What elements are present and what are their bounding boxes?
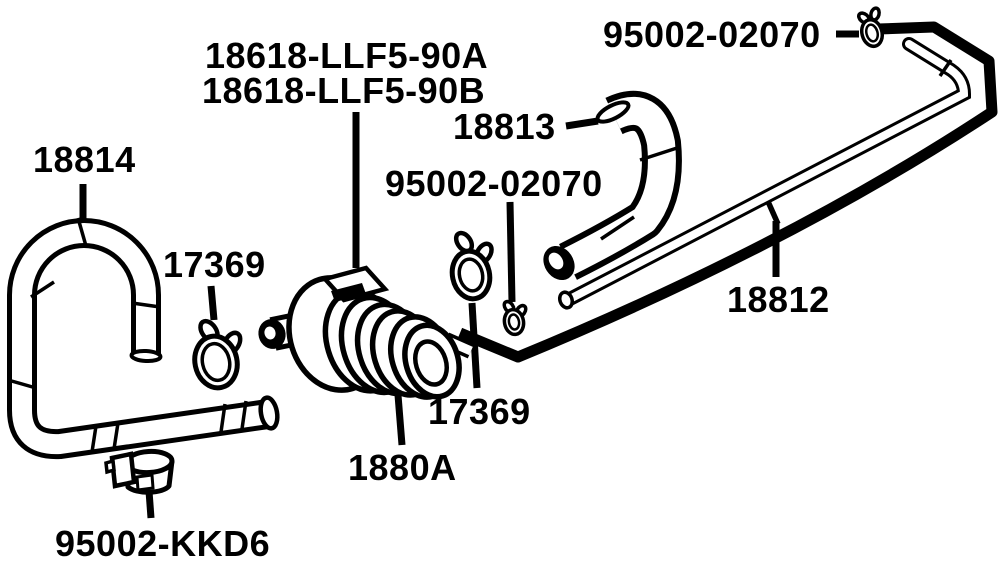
clamp-ring-inner: [200, 341, 232, 383]
part-label-18618-llf5-90a: 18618-LLF5-90A: [205, 35, 488, 76]
hose-seam: [219, 403, 227, 433]
hose-seam: [639, 146, 678, 162]
clamp-ring-outer: [859, 17, 885, 49]
hose-18813-fill: [561, 97, 676, 275]
leader-clamp-kkd6: [145, 490, 155, 519]
clamp-ring-inner: [507, 313, 521, 331]
clamp-screw-tab: [104, 458, 116, 475]
part-label-18814: 18814: [33, 139, 136, 180]
part-labels: 18618-LLF5-90A 18618-LLF5-90B 95002-0207…: [33, 14, 830, 563]
part-label-18813: 18813: [453, 106, 556, 147]
pipe-18812-drawing: [457, 21, 998, 363]
hose-18814-end-face: [129, 348, 163, 364]
clamp-screw-housing: [109, 451, 137, 489]
ear-clamp-17369-right-drawing: [449, 230, 494, 302]
ear-clamp-17369-left-drawing: [192, 318, 243, 391]
part-label-18812: 18812: [727, 279, 830, 320]
purge-valve-1880a-drawing: [258, 265, 475, 400]
clamp-ring-inner: [864, 23, 880, 43]
ear-clamp-95002-02070-mid-drawing: [502, 299, 528, 337]
hose-seam: [240, 400, 248, 430]
clamp-ring-inner: [457, 257, 485, 293]
valve-nozzle-bore: [264, 326, 276, 340]
pipe-18812-hose-edge: [457, 21, 998, 363]
part-label-95002-kkd6: 95002-KKD6: [55, 523, 270, 563]
leader-clamp-17369-left: [207, 285, 218, 321]
part-label-1880a: 1880A: [348, 447, 457, 488]
hose-18814-fill: [12, 223, 270, 455]
pipe-18812-open-end: [557, 290, 575, 310]
hose-seam: [90, 425, 98, 453]
leader-hose-18813: [565, 117, 599, 130]
hose-18814-open-end: [258, 395, 280, 431]
hose-18813-drawing: [543, 91, 682, 281]
hose-seam: [7, 378, 37, 390]
valve-top-connector-shade: [331, 283, 366, 302]
leader-clamp-mid: [506, 201, 516, 303]
part-label-95002-02070-top: 95002-02070: [603, 14, 821, 55]
clamp-band-slot: [135, 473, 155, 492]
part-label-95002-02070-mid: 95002-02070: [385, 163, 603, 204]
hose-seam: [30, 280, 55, 299]
part-label-17369-left: 17369: [163, 244, 266, 285]
hose-18813-end-face: [595, 100, 631, 124]
pipe-18812-tube-fill: [562, 40, 969, 305]
part-label-17369-right: 17369: [428, 391, 531, 432]
hose-seam: [76, 217, 88, 247]
hose-seam: [600, 215, 635, 241]
pipe-seam: [938, 59, 953, 77]
hose-seam: [131, 301, 161, 309]
hose-18813-open-end-bore: [548, 252, 564, 270]
leader-valve-1880a: [394, 394, 406, 446]
leader-clamp-17369-right: [468, 302, 481, 389]
hose-seam: [112, 422, 120, 450]
leader-lines: [79, 30, 859, 519]
ear-clamp-95002-02070-top-drawing: [856, 6, 885, 49]
part-label-18618-llf5-90b: 18618-LLF5-90B: [202, 70, 485, 111]
hose-18814-drawing: [7, 217, 280, 460]
screw-clamp-95002-kkd6-drawing: [104, 448, 175, 495]
valve-front-inner: [413, 339, 449, 387]
